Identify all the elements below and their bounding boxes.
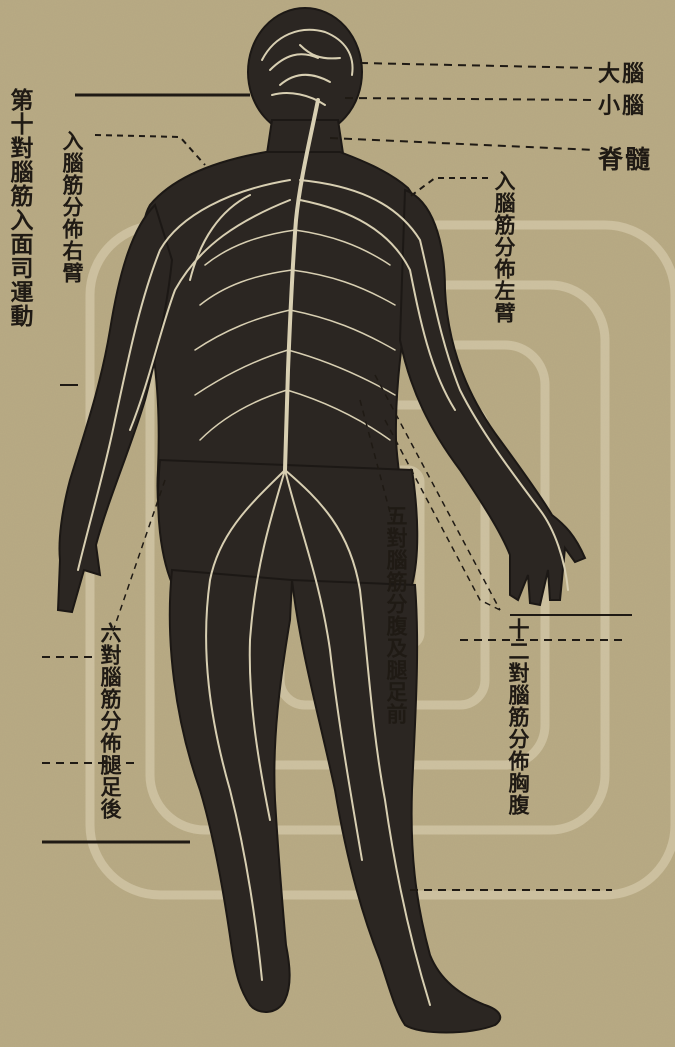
label-nerves-right-arm: 入腦筋分佈右臂	[62, 130, 83, 284]
label-nerves-leg-back: 六對腦筋分佈腿足後	[100, 622, 121, 820]
label-nerves-abdomen-leg-front: 五對腦筋分腹及腿足前	[386, 505, 407, 725]
head	[248, 8, 362, 136]
label-nerves-chest-abdomen: 十二對腦筋分佈胸腹	[508, 618, 529, 816]
label-cerebrum: 大腦	[598, 56, 646, 88]
label-nerves-left-arm: 入腦筋分佈左臂	[494, 170, 515, 324]
label-cerebellum: 小腦	[598, 88, 646, 120]
label-spinal-cord: 脊髓	[598, 140, 652, 176]
label-cranial-nerves: 第十對腦筋入面司運動	[8, 88, 31, 328]
